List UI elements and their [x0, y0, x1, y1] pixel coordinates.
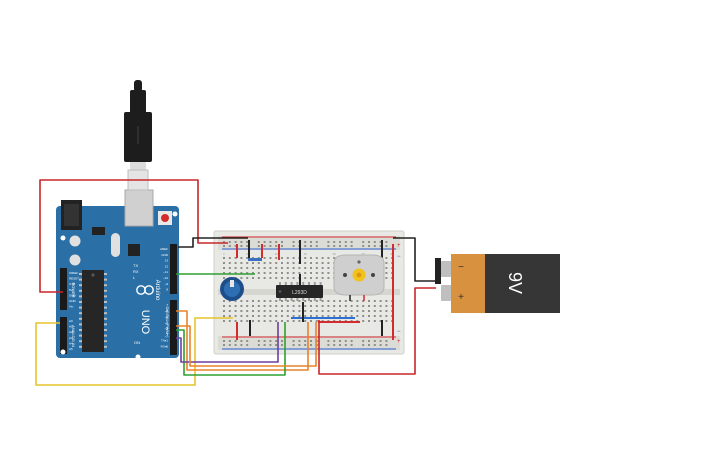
usb-plug-icon[interactable]	[124, 80, 152, 191]
l293d-chip[interactable]: L293D	[276, 282, 323, 301]
battery-minus-label: −	[458, 262, 464, 273]
battery-plus-label: +	[458, 292, 464, 303]
pin-label: A4	[69, 341, 73, 345]
breadboard-column-number: 1	[223, 252, 225, 256]
pin-label: 3.3V	[69, 282, 75, 286]
pin-label: A0	[69, 319, 73, 323]
battery-9v-icon[interactable]: − + 9V	[435, 254, 560, 313]
pin-label: TX▸1	[161, 338, 168, 342]
pin-label: A3	[69, 336, 73, 340]
microcontroller-pins	[79, 273, 107, 348]
pin-label: RX◂0	[161, 344, 169, 348]
pin-label: 13	[165, 259, 169, 263]
digital-header-label: DIGITAL (PWM~)	[165, 307, 170, 339]
pin-label: ~6	[165, 309, 169, 313]
pin-label: 12	[165, 264, 169, 268]
jumper-blue-short[interactable]	[248, 258, 262, 261]
dc-motor-icon[interactable]	[333, 254, 385, 301]
pin-label: AREF	[160, 247, 168, 251]
pin-label: ~5	[165, 315, 169, 319]
breadboard-column-number: 15	[304, 252, 308, 256]
power-header-label: POWER	[71, 282, 76, 297]
on-label: ON	[134, 340, 140, 345]
wire-black-gnd[interactable]	[178, 237, 248, 248]
wire-purple[interactable]	[176, 322, 279, 363]
wire-red-battery[interactable]	[318, 287, 436, 375]
analog-header-label: ANALOG IN	[71, 325, 76, 347]
wire-black-battery[interactable]	[393, 237, 436, 282]
breadboard-column-number: 20	[333, 252, 337, 256]
pin-label: GND	[69, 299, 77, 303]
pin-label: GND	[161, 253, 169, 257]
pin-label: GND	[69, 293, 77, 297]
rx-label: RX	[133, 269, 139, 274]
wire-green-2[interactable]	[176, 322, 286, 376]
potentiometer-knob-icon[interactable]	[220, 277, 244, 301]
breadboard-column-number: 25	[362, 252, 366, 256]
pin-label: 8	[166, 288, 168, 292]
pin-label: 2	[166, 333, 168, 337]
model-label: UNO	[139, 310, 151, 335]
pin-label: A1	[69, 325, 73, 329]
l-label: L	[133, 275, 136, 280]
pin-label: A2	[69, 330, 73, 334]
pin-label: ~11	[163, 270, 168, 274]
pin-label: 7	[166, 303, 168, 307]
pin-label: 5V	[69, 288, 73, 292]
breadboard-column-number: 5	[246, 252, 248, 256]
breadboard-column-number: 10	[275, 252, 279, 256]
arduino-uno-board[interactable]: TX RX L Arduino UNO ON POWER ANALOG IN D…	[56, 189, 179, 360]
rail-minus-label-bottom: −	[397, 329, 401, 335]
arduino-logo-icon	[136, 285, 154, 295]
usb-b-port	[124, 189, 154, 227]
pin-label: ~10	[163, 276, 168, 280]
pin-label: Vin	[69, 305, 74, 309]
wire-orange-2[interactable]	[176, 322, 317, 367]
rail-plus-label: +	[397, 243, 401, 249]
chip-label: L293D	[292, 290, 307, 296]
brand-label: Arduino	[154, 280, 160, 301]
rail-plus-label-bottom: +	[397, 339, 401, 345]
pin-label: 4	[166, 321, 168, 325]
pin-label: RESET	[69, 277, 79, 281]
pin-label: ~3	[165, 327, 169, 331]
wire-yellow[interactable]	[35, 317, 233, 386]
wire-red-5v[interactable]	[39, 179, 228, 293]
wire-orange-1[interactable]	[176, 310, 309, 371]
pin-label: A5	[69, 347, 73, 351]
tx-label: TX	[133, 263, 138, 268]
rail-minus-label: −	[397, 254, 401, 260]
wires[interactable]	[35, 179, 436, 386]
chip-pins	[279, 282, 322, 301]
atmega-chip	[82, 270, 104, 352]
battery-label: 9V	[505, 272, 525, 294]
pin-label: IOREF	[69, 271, 78, 275]
pin-label: ~9	[165, 282, 169, 286]
digital-pin-labels-lower: 7 ~6 ~5 4 ~3 2TX▸1RX◂0	[161, 303, 169, 348]
